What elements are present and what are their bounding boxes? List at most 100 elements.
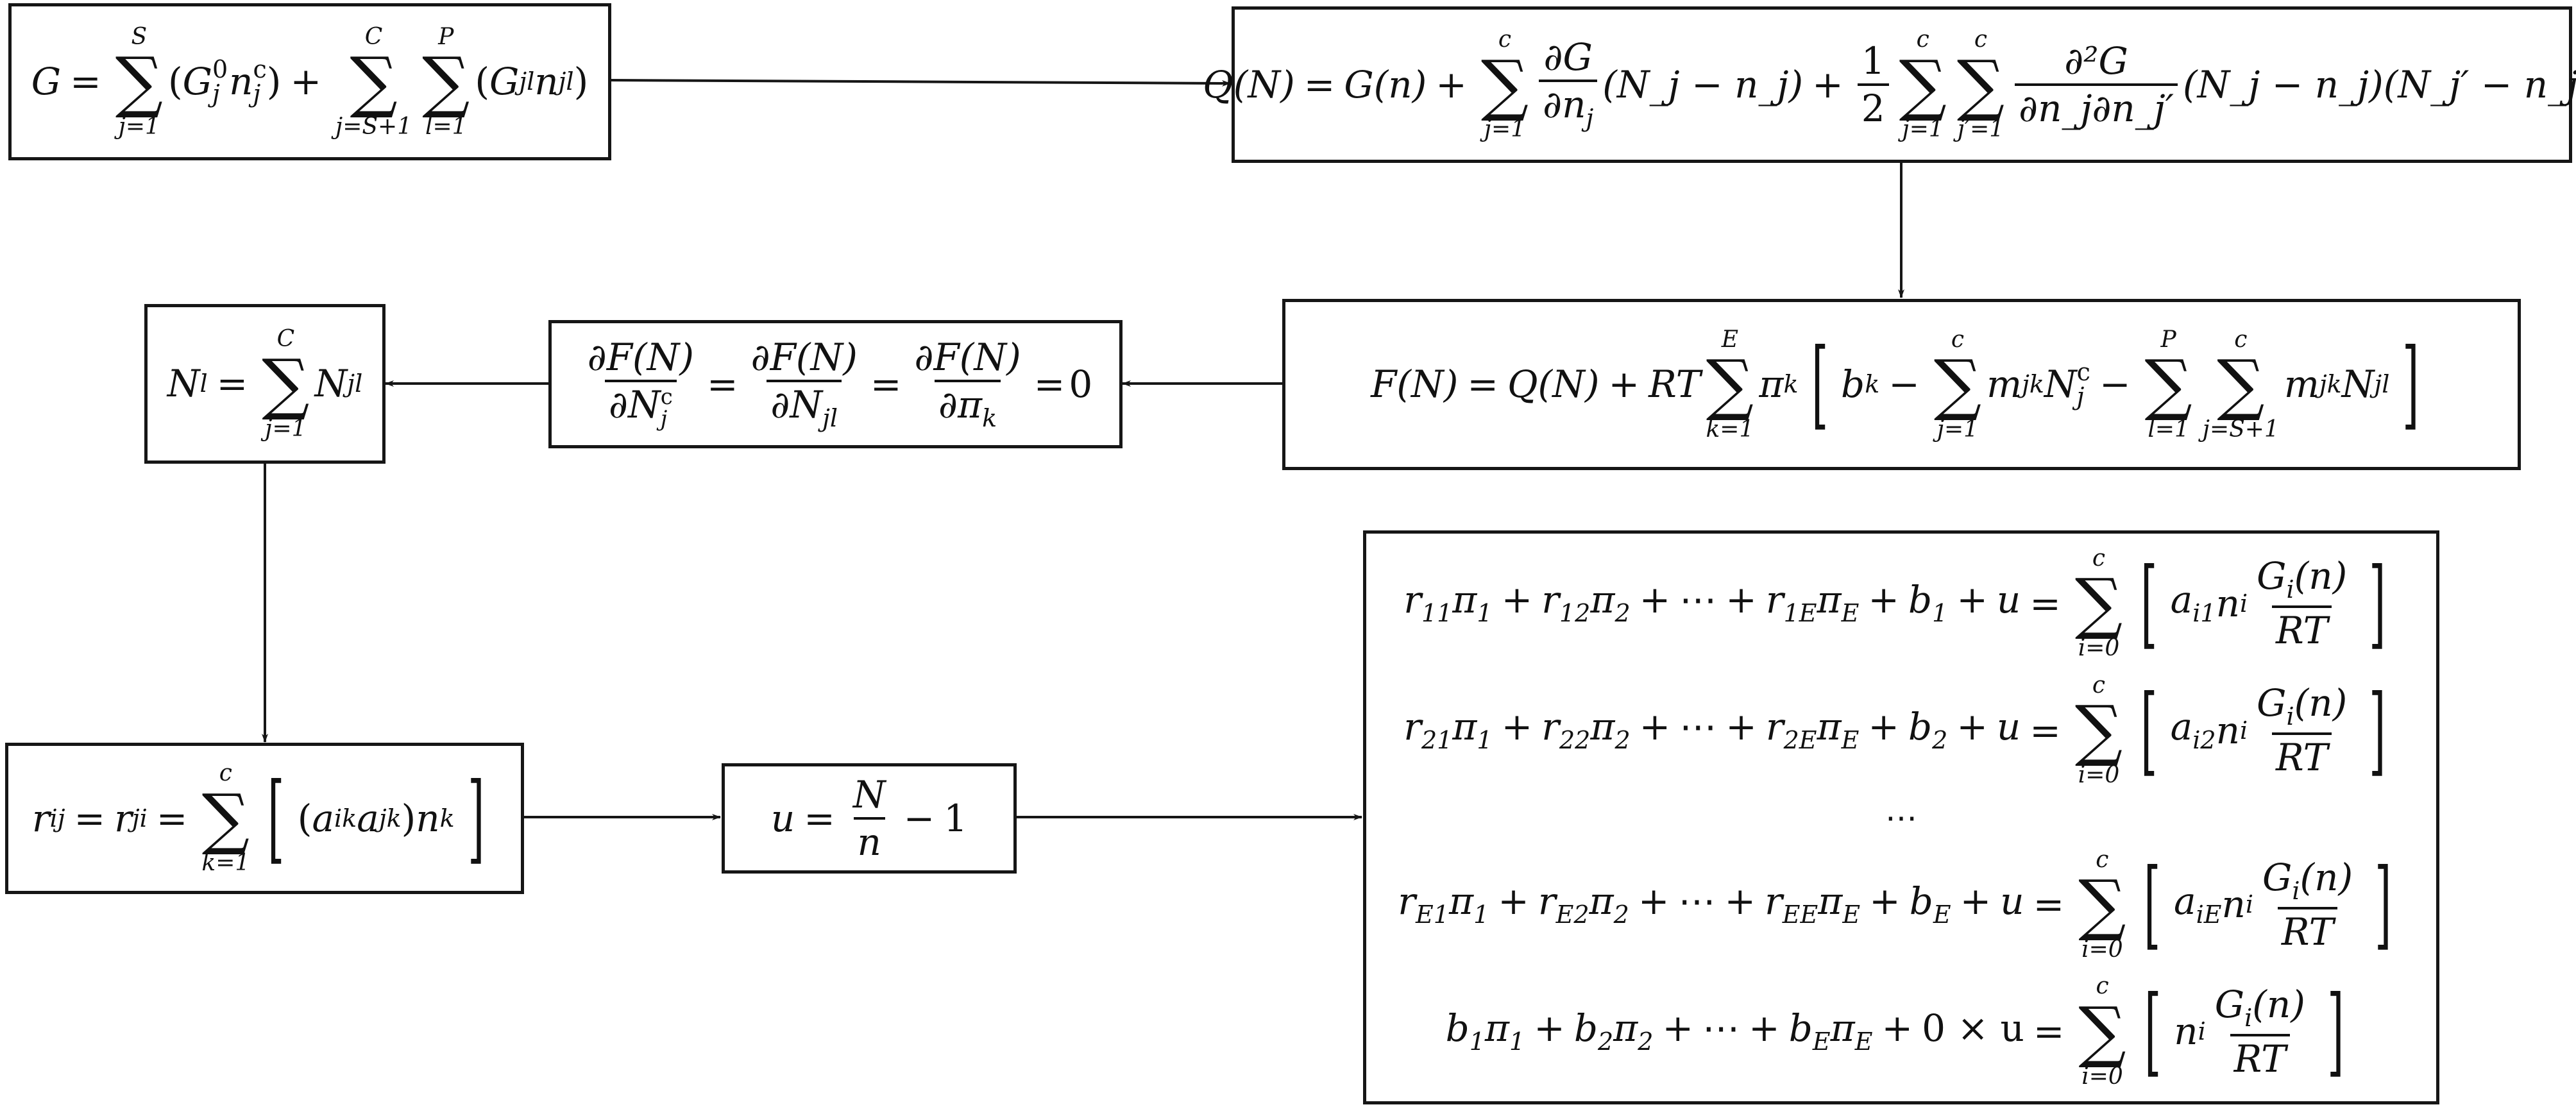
gibbs-energy-equation: G = S ∑ j=1 ( G 0 j n c j ) + C ∑ j=S+1 … (31, 24, 588, 140)
subscript: k (1783, 370, 1799, 399)
symbol-n: n (2216, 581, 2240, 625)
symbol: π (1589, 879, 1614, 923)
symbol-n: n (2174, 1010, 2198, 1054)
fraction: ∂F(N) ∂πk (910, 339, 1024, 430)
superscript: c (2076, 358, 2090, 387)
paren-open: ( (475, 60, 489, 104)
subscript: jl (822, 403, 838, 432)
subscript: i (2198, 1017, 2206, 1046)
bracket-open: [ (2144, 976, 2162, 1088)
denominator: RT (2277, 906, 2338, 951)
symbol-a: a (312, 796, 335, 840)
symbol: π (1452, 578, 1477, 622)
symbol: π (1818, 879, 1843, 923)
subscript: 1 (1932, 599, 1948, 628)
subscript: j (253, 80, 261, 108)
subscript: E (1933, 900, 1951, 929)
plus-sign: + (1501, 578, 1533, 622)
term-n: n (229, 60, 253, 104)
linear-system-row: rE1π1+rE2π2+⋯+rEEπE+bE+u = c ∑ i=0 [ aiE… (1398, 847, 2404, 963)
symbol: r (1398, 879, 1416, 923)
ellipsis: ⋯ (1679, 578, 1717, 622)
minus-sign: − (1888, 362, 1920, 407)
denominator-text: ∂N (770, 382, 823, 427)
row-lhs: b1π1+b2π2+⋯+bEπE+0 × u (1446, 1010, 2024, 1054)
plus-sign: + (290, 60, 322, 104)
subscript: jk (2319, 370, 2342, 399)
equals-sign: = (1303, 62, 1335, 106)
superscript: c (660, 384, 673, 410)
linear-system-rows: r11π1+r12π2+⋯+r1EπE+b1+u = c ∑ i=0 [ ai1… (1398, 534, 2404, 1101)
equals-sign: = (804, 797, 835, 840)
subscript: k (982, 403, 997, 432)
equals-sign: = (707, 362, 738, 406)
sum-lower-limit: l=1 (425, 113, 467, 140)
plus-sign: + (1534, 1006, 1565, 1050)
symbol-r: r (114, 796, 132, 840)
term-g: G (489, 60, 520, 104)
symbol: π (1590, 705, 1615, 749)
subscript: ik (334, 804, 357, 832)
symbol: r (1765, 879, 1783, 923)
symbol: π (1613, 1006, 1638, 1050)
fraction: Gi(n) RT (2258, 859, 2357, 951)
numerator-text: G (2214, 982, 2245, 1026)
subscript: k (439, 804, 455, 832)
symbol-u: u (770, 797, 795, 840)
sigma-icon: ∑ (2078, 865, 2126, 944)
equals-sign: = (216, 362, 248, 406)
subscript: jk (378, 804, 402, 832)
bracket-open: [ (2144, 849, 2161, 961)
bracket-close: ] (467, 762, 485, 874)
subscript: 1 (1469, 1027, 1485, 1056)
subscript: 1 (1477, 599, 1493, 628)
equals-sign: = (74, 796, 106, 840)
sum-lower-limit: i=0 (2078, 635, 2120, 662)
sum-upper-limit: c (2092, 545, 2106, 571)
denominator: ∂n_j∂n_j′ (2015, 83, 2178, 127)
subscript: jl (347, 369, 363, 398)
sum-upper-limit: c (1974, 26, 1988, 53)
numerator: ∂²G (2064, 38, 2128, 83)
row-lhs: r21π1+r22π2+⋯+r2EπE+b2+u (1403, 708, 2021, 752)
bracket-open: [ (1811, 328, 1828, 441)
numerator: N (852, 773, 886, 816)
sum-operator: C ∑ j=S+1 (335, 24, 412, 140)
subscript: i1 (2192, 599, 2216, 628)
subscript: 1 (1509, 1027, 1525, 1056)
numerator-text: G (2262, 855, 2292, 899)
symbol: π (1590, 578, 1615, 622)
plus-sign: + (1749, 1006, 1780, 1050)
symbol: π (1448, 879, 1474, 923)
subscript: j (2076, 382, 2085, 411)
plus-sign: + (1498, 879, 1529, 923)
symbol: b (1909, 879, 1933, 923)
u-definition-box: u = N n − 1 (722, 763, 1017, 874)
second-order-term: (N_j − n_j)(N_j′ − n_j′) (2182, 62, 2576, 106)
sum-upper-limit: c (1951, 326, 1965, 353)
subscript: ji (131, 804, 148, 832)
sigma-icon: ∑ (115, 42, 163, 121)
sigma-icon: ∑ (2078, 992, 2126, 1070)
bracket-open: [ (2140, 674, 2158, 786)
symbol: π (1830, 1006, 1855, 1050)
plus-sign: + (1639, 705, 1671, 749)
sum-operator: P ∑ l=1 (2145, 326, 2192, 443)
symbol: r (1538, 879, 1556, 923)
sum-operator: c ∑ i=0 (2078, 973, 2126, 1090)
linear-system-row: r21π1+r22π2+⋯+r2EπE+b2+u = c ∑ i=0 [ ai2… (1403, 672, 2399, 789)
equals-sign: = (2029, 581, 2061, 625)
sum-upper-limit: c (2096, 846, 2109, 873)
sigma-icon: ∑ (1899, 45, 1947, 124)
sum-operator: c ∑ j=S+1 (2203, 326, 2279, 443)
subscript: j (212, 80, 220, 108)
subscript: i (2239, 716, 2248, 745)
plus-sign: + (1724, 879, 1756, 923)
sigma-icon: ∑ (2074, 564, 2123, 643)
subscript: jk (2022, 370, 2044, 399)
equals-sign: = (2033, 1010, 2065, 1054)
symbol-m: m (2284, 362, 2319, 407)
subscript: E (1854, 1027, 1873, 1056)
u-definition-equation: u = N n − 1 (771, 776, 967, 861)
